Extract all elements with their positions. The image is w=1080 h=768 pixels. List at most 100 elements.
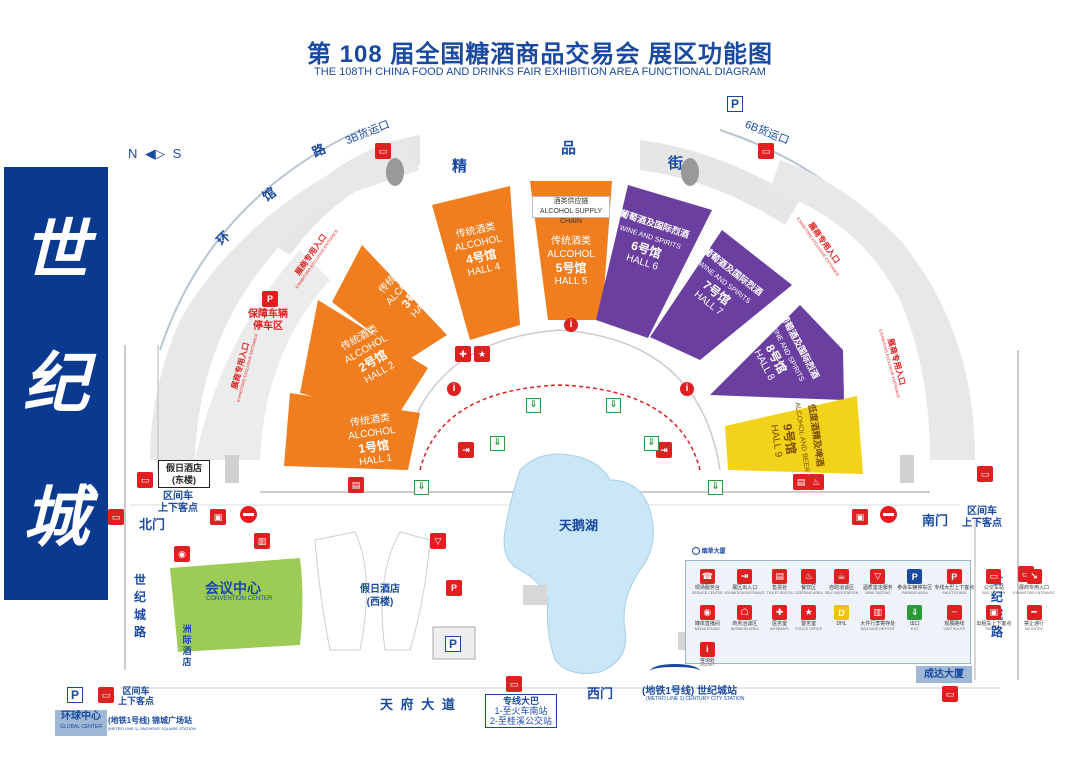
north-gate-label: 北门 <box>139 517 166 532</box>
bus-stop-icon-west: P <box>446 580 462 596</box>
tobacco-building-text: 烟草大厦 <box>701 549 726 555</box>
grey-wing-east <box>770 160 975 460</box>
legend-item-label: 展商专用入口 <box>1019 585 1050 591</box>
first-aid-icon: ✚ <box>455 346 471 362</box>
compass-s: S <box>172 146 182 161</box>
tobacco-logo-icon <box>692 547 700 556</box>
shuttle-stop-global-line2: 上下客点 <box>118 696 155 707</box>
legend-item-label-en: EXHIBITORS ENTRANCE <box>1013 590 1055 595</box>
shuttle-stop-south: 区间车 上下客点 <box>962 506 1002 529</box>
hall-5-number: 5号馆 <box>555 261 587 275</box>
plaza-arc <box>399 329 721 471</box>
hall-shape-2 <box>300 300 428 420</box>
south-gate-label: 南门 <box>922 513 949 528</box>
entrance-icon-east: ⇥ <box>656 442 672 458</box>
swan-lake-label: 天鹅湖 <box>559 518 599 533</box>
legend-item-label: 餐饮区 <box>801 585 817 591</box>
shiji-cheng-road-west: 世 纪 城 路 <box>134 572 146 642</box>
oval-east <box>681 158 699 186</box>
hotel-east-block <box>225 455 239 483</box>
holiday-inn-west-label: 假日酒店 (西楼) <box>360 584 400 609</box>
hall-shape-9 <box>725 396 863 474</box>
legend-item-label-en: WINE TASTING <box>865 590 891 595</box>
legend-item-label-en: EXIT <box>910 626 919 631</box>
info-icon-west: i <box>447 382 461 396</box>
legend-item-label-en: NO ENTRY <box>1024 626 1044 631</box>
exit-icon-inner-west: ⇓ <box>490 436 505 451</box>
parking-lot-icon: P <box>445 636 461 652</box>
map-subtitle: THE 108TH CHINA FOOD AND DRINKS FAIR EXH… <box>314 66 766 78</box>
intercontinental-char-1: 洲 <box>182 624 192 634</box>
hall-5-number-en: HALL 5 <box>554 276 588 287</box>
metro-jincheng-cn: (地铁1号线) 锦城广场站 <box>108 716 192 725</box>
shuttle-stop-north-line2: 上下客点 <box>158 502 198 514</box>
route-icon: ┄ <box>946 605 962 621</box>
legend-item-label: 医务室 <box>772 621 788 628</box>
exit-icon: ⇓ <box>907 605 923 621</box>
legend-item-label: 媒体直播间 <box>694 621 720 628</box>
info-icon-center: i <box>564 318 578 332</box>
compass: N ◀▷ S <box>128 146 181 162</box>
intercontinental-char-2: 际 <box>182 635 192 645</box>
bus-icon-chengda: ▭ <box>942 686 958 702</box>
grey-wedge-west <box>195 250 330 460</box>
legend-item-label: 出口 <box>909 621 920 628</box>
hall-5-label[interactable]: 传统酒类 ALCOHOL 5号馆 HALL 5 <box>535 236 607 289</box>
bus-icon-6b: ▭ <box>758 143 774 159</box>
bus-icon: ▭ <box>986 569 1002 584</box>
entrance-icon: ⇥ <box>737 569 753 584</box>
ticket-icon-east: ▤ <box>793 474 809 490</box>
legend-item-label: 商务洽谈区 <box>732 621 758 628</box>
legend-item-label: 专线大巴上下客点 <box>934 585 975 591</box>
legend-item-label-en: BAGGAGE DEPOSIT <box>860 626 895 631</box>
guarantee-parking-label: 保障车辆 停车区 <box>248 309 288 333</box>
hall-shape-8 <box>710 305 844 400</box>
hotel-west-outline <box>314 531 367 651</box>
catering-icon: ♨ <box>801 569 817 584</box>
ticket-icon: ▤ <box>772 569 788 584</box>
global-center-en: GLOBAL CENTER <box>60 724 102 730</box>
bus-icon-3b: ▭ <box>375 143 391 159</box>
compass-arrow-icon: ◀▷ <box>145 146 166 161</box>
info-icon: i <box>699 641 715 657</box>
banner-char-2: 纪 <box>23 344 89 423</box>
negotiation-icon: ☕ <box>833 569 849 584</box>
holiday-inn-east-line2: (东楼) <box>172 475 196 485</box>
convention-center-en: CONVENTION CENTER <box>206 596 273 602</box>
shuttle-stop-south-line1: 区间车 <box>967 506 997 517</box>
legend-item-label: 出租车上下客点 <box>976 621 1012 628</box>
no-entry-icon-south <box>880 506 897 523</box>
hall-shape-7 <box>650 230 792 360</box>
tianfu-avenue-label: 天 府 大 道 <box>380 697 457 712</box>
baggage-icon: ▥ <box>254 533 270 549</box>
metro-jincheng-en: (METRO LINE 1) JINCHENG SQUARE STATION <box>108 726 196 731</box>
legend-item-label: DHL <box>836 621 847 628</box>
shuttle-bus-box: 专线大巴 1-至火车南站 2-至桂溪公交站 <box>485 694 557 728</box>
guarantee-parking-line1: 保障车辆 <box>248 309 288 320</box>
no-entry-icon: ━ <box>1026 605 1042 621</box>
metro-jincheng[interactable]: (地铁1号线) 锦城广场站 (METRO LINE 1) JINCHENG SQ… <box>108 715 210 739</box>
road-west-char-2: 纪 <box>134 590 147 605</box>
intercontinental-char-4: 店 <box>182 657 192 667</box>
shuttle-bus-icon-south: ▭ <box>977 466 993 482</box>
hall-5-type-en: ALCOHOL <box>547 248 595 260</box>
metro-century-city[interactable]: (地铁1号线) 世纪城站 (METRO LINE 1) CENTURY CITY… <box>640 664 786 704</box>
legend-item-label: 观展路线 <box>944 621 965 628</box>
guarantee-parking-line2: 停车区 <box>253 321 283 332</box>
intercontinental-char-3: 酒 <box>182 646 192 656</box>
west-gate-label: 西门 <box>587 686 614 701</box>
map-title: 第 108 届全国糖酒商品交易会 展区功能图 <box>306 41 774 68</box>
shuttle-bus-route-1: 1-至火车南站 <box>494 706 548 716</box>
shuttle-stop-south-line2: 上下客点 <box>962 517 1002 529</box>
street-char-3: 街 <box>668 155 684 172</box>
